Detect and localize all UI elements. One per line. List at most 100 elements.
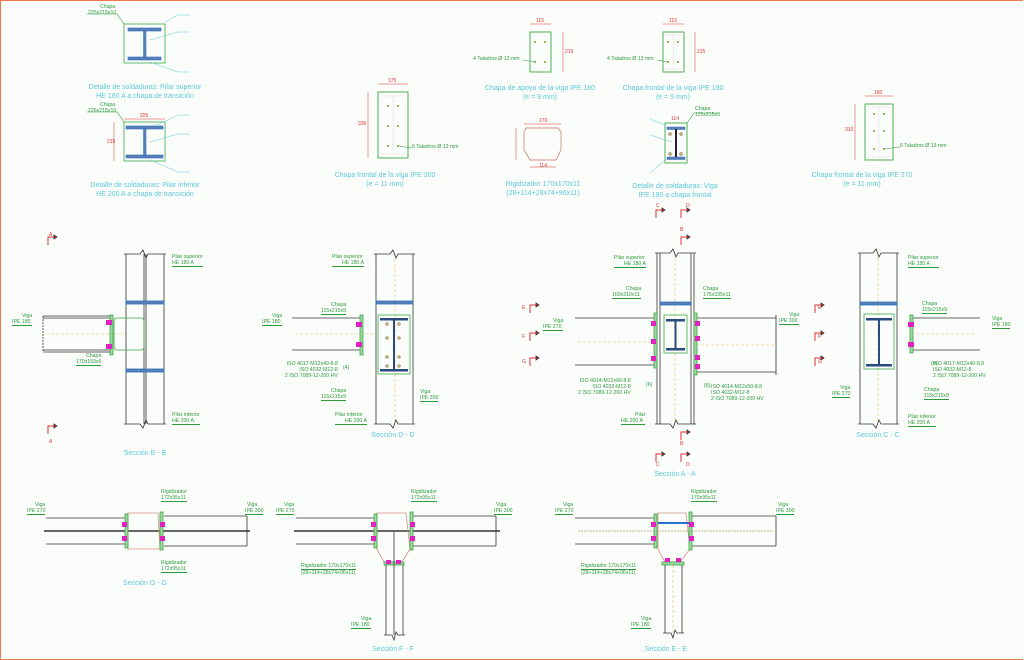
caption-front-plate-ipe300: Chapa frontal de la viga IPE 300(e = 11 … <box>334 172 436 188</box>
section-marker-label: C <box>656 203 660 209</box>
dim-height: 215 <box>565 49 574 55</box>
weld-detail-bottom <box>87 111 190 173</box>
section-marker-label: A <box>49 232 53 238</box>
section-gg-drawing <box>44 511 250 551</box>
section-marker-label: G <box>818 359 822 365</box>
section-bb-drawing <box>42 234 166 435</box>
section-marker-label: G <box>522 359 526 365</box>
front-plate-ipe180 <box>656 23 696 73</box>
bolt-count: (6) <box>646 382 653 388</box>
section-marker-label: E <box>818 305 822 311</box>
dim-width: 115 <box>669 18 677 24</box>
dim-height: 310 <box>845 127 854 133</box>
front-plate-ipe270 <box>854 95 901 161</box>
bolt-count: (4) <box>931 361 938 367</box>
weld-detail-beam-ipe180 <box>649 112 718 174</box>
dim-width: 114 <box>671 116 679 122</box>
section-marker-label: D <box>686 462 690 468</box>
section-bb-title: Sección B - B <box>123 450 167 457</box>
holes-label: 4 Taladros Ø 13 mm <box>607 56 654 62</box>
section-ee-title: Sección E - E <box>644 646 688 653</box>
section-marker-label: E <box>522 305 526 311</box>
section-aa-title: Sección A - A <box>654 471 696 478</box>
bolt-count: (6) <box>704 383 711 389</box>
section-aa-drawing <box>529 207 825 463</box>
holes-label: 6 Taladros Ø 13 mm <box>900 143 947 149</box>
holes-label: 4 Taladros Ø 13 mm <box>473 56 520 62</box>
dim-width: 170 <box>539 118 548 124</box>
stiffener-detail <box>515 123 562 168</box>
front-plate-ipe300 <box>367 83 413 159</box>
stiffener-bottom-label: Rigidizador 170x170x11(28+114+28x74+96x1… <box>301 563 357 576</box>
section-marker-label: F <box>522 334 526 340</box>
caption-stiffener: Rigidizador 170x170x11(28+114+28x74+96x1… <box>505 181 581 197</box>
caption-front-plate-ipe180: Chapa frontal de la viga IPE 180(e = 9 m… <box>622 85 724 101</box>
dim-width: 225 <box>140 113 149 119</box>
holes-label: 6 Taladros Ø 13 mm <box>412 144 459 150</box>
section-ff-drawing <box>294 511 500 642</box>
support-plate-ipe180 <box>522 23 564 73</box>
section-dd-drawing <box>292 249 415 429</box>
section-marker-label: A <box>49 439 53 445</box>
dim-height: 335 <box>358 121 367 127</box>
caption-support-plate-ipe180: Chapa de apoyo de la viga IPE 180(e = 9 … <box>484 85 596 101</box>
section-cc-drawing <box>858 248 980 429</box>
section-dd-title: Sección D - D <box>371 432 415 439</box>
stiffener-bottom-label: Rigidizador 170x170x11(28+114+28x74+96x1… <box>581 563 637 576</box>
section-marker-label: D <box>686 203 690 209</box>
section-marker-label: F <box>818 334 822 340</box>
section-marker-label: B <box>680 227 684 233</box>
section-ee-drawing <box>575 511 777 640</box>
dim-width: 175 <box>388 78 397 84</box>
bolt-count: (4) <box>343 365 350 371</box>
section-marker-label: C <box>656 462 660 468</box>
dim-height: 215 <box>697 49 706 55</box>
dim-height: 215 <box>107 139 116 145</box>
section-ff-title: Sección F - F <box>372 646 414 653</box>
weld-detail-top <box>87 13 190 73</box>
section-cc-title: Sección C - C <box>856 432 900 439</box>
section-gg-title: Sección G - G <box>123 580 167 587</box>
